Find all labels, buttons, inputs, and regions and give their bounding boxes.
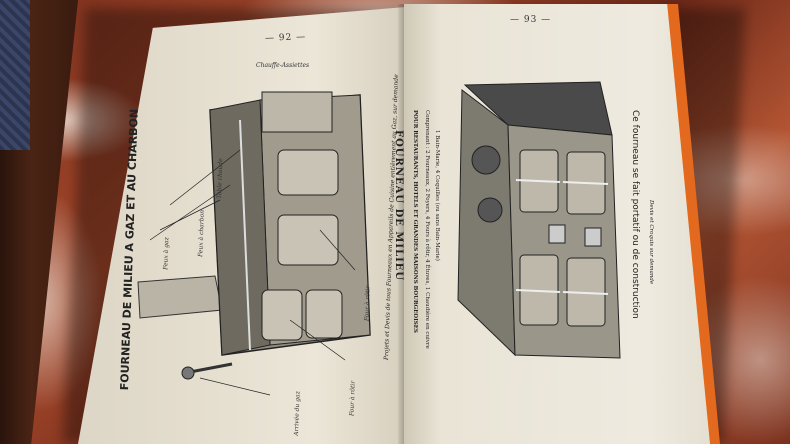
right-page-number: — 93 —	[510, 15, 552, 25]
right-page-footer-2: Devis et Croquis sur demande	[648, 200, 654, 285]
fabric-corner	[0, 0, 30, 150]
right-page-footer: Ce fourneau se fait portatif ou de const…	[630, 110, 640, 319]
label-chauffe-assiettes: Chauffe-Assiettes	[256, 62, 310, 69]
